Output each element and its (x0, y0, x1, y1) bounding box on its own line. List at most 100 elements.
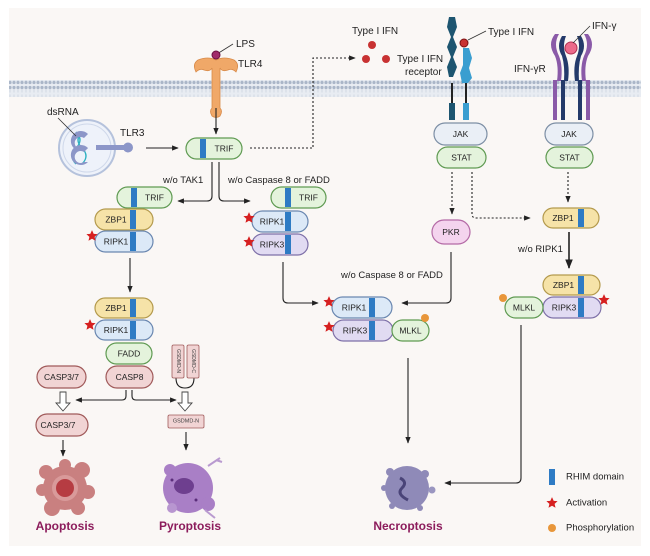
arrow-casp8-right (131, 390, 177, 403)
protein-label: RIPK1 (260, 217, 285, 227)
gsdmd-c-label: GSDMD-C (190, 349, 196, 373)
protein-shape (36, 365, 87, 389)
protein-shape (544, 122, 594, 146)
arrows (60, 55, 573, 486)
legend-label: Activation (566, 498, 607, 509)
hollow-arrow-gsdmd (177, 391, 193, 412)
outcome-necroptosis: Necroptosis (373, 519, 443, 533)
lps-label: LPS (236, 39, 255, 50)
type1-ifn-pointer (467, 30, 487, 41)
protein-shape (542, 207, 600, 229)
protein-label: STAT (451, 153, 471, 163)
protein-shape (105, 342, 153, 365)
protein-mlkl: MLKL (391, 319, 430, 342)
protein-shape (94, 297, 154, 319)
protein-label: RIPK3 (552, 303, 577, 313)
rhim-domain (131, 188, 137, 207)
protein-zbp1: ZBP1 (542, 274, 601, 296)
arrow-stat-zbp1 (471, 172, 531, 221)
type1-ifn-dot (362, 55, 370, 63)
rhim-domain (578, 276, 584, 294)
protein-label: RIPK1 (342, 303, 367, 313)
outcome-apoptosis: Apoptosis (36, 519, 95, 533)
dsrna-label: dsRNA (47, 107, 79, 118)
protein-fadd: FADD (105, 342, 153, 365)
protein-label: JAK (453, 129, 469, 139)
protein-ripk3: RIPK3 (251, 233, 309, 256)
condition-wo-tak1: w/o TAK1 (162, 175, 203, 186)
type1-ifn-receptor-label: receptor (405, 67, 442, 78)
condition-wo-casp8-fadd: w/o Caspase 8 or FADD (227, 175, 330, 186)
ifn-gamma-pointer (572, 25, 591, 44)
type1-ifn-bound-label: Type I IFN (488, 27, 534, 38)
protein-label: RIPK1 (104, 237, 129, 247)
ifn-gamma-r-label: IFN-γR (514, 64, 546, 75)
protein-label: ZBP1 (105, 303, 127, 313)
rhim-domain (285, 235, 291, 254)
gsdmd-full: GSDMD-N GSDMD-C (171, 344, 200, 379)
protein-jak: JAK (544, 122, 594, 146)
protein-shape (504, 296, 544, 319)
protein-casp37: CASP3/7 (36, 365, 87, 389)
protein-label: MLKL (513, 303, 535, 313)
type1-ifn-bound (459, 38, 469, 48)
protein-shape (94, 208, 154, 231)
protein-shape (331, 296, 393, 319)
activation-star-icon (323, 296, 335, 307)
condition-wo-casp8-fadd: w/o Caspase 8 or FADD (340, 270, 443, 281)
protein-casp8: CASP8 (105, 365, 154, 389)
lps-pointer (216, 43, 234, 55)
protein-label: RIPK1 (104, 325, 129, 335)
protein-label: CASP8 (116, 372, 144, 382)
cell-membrane (9, 80, 641, 97)
protein-shape (105, 365, 154, 389)
protein-zbp1: ZBP1 (542, 207, 600, 229)
arrow-casp8-left (75, 390, 127, 403)
protein-shape (251, 233, 309, 256)
protein-trif: TRIF (270, 186, 327, 209)
protein-zbp1: ZBP1 (94, 297, 154, 319)
legend: RHIM domain Activation Phosphorylation (546, 469, 634, 534)
gsdmd-n-label: GSDMD-N (175, 349, 181, 373)
panel-background (9, 8, 641, 546)
protein-shape (391, 319, 430, 342)
protein-zbp1: ZBP1 (94, 208, 154, 231)
protein-ripk1: RIPK1 (251, 210, 309, 233)
protein-label: ZBP1 (553, 280, 575, 290)
protein-label: STAT (559, 153, 579, 163)
type1-ifn-dot (368, 41, 376, 49)
type1-ifn-receptor-label: Type I IFN (397, 54, 443, 65)
protein-shape (116, 186, 173, 209)
outcome-pyroptosis: Pyroptosis (159, 519, 221, 533)
protein-ripk3: RIPK3 (332, 319, 394, 342)
protein-shape (94, 319, 154, 341)
protein-shape (35, 413, 89, 437)
tlr4-receptor (194, 57, 238, 118)
rhim-domain (130, 232, 136, 251)
rhim-domain (200, 139, 206, 158)
phosphorylation-dot-icon (421, 314, 429, 322)
protein-label: PKR (442, 227, 459, 237)
phosphorylation-legend-icon (548, 524, 556, 532)
arrow-mlkl-necroptosis (444, 325, 522, 486)
activation-star-icon (598, 294, 610, 305)
protein-shape (545, 146, 594, 169)
protein-label: ZBP1 (552, 213, 574, 223)
protein-label: CASP3/7 (44, 372, 79, 382)
protein-pkr: PKR (431, 219, 471, 245)
protein-label: CASP3/7 (41, 420, 76, 430)
arrow-trif-left (177, 162, 213, 204)
activation-star-icon (323, 321, 335, 332)
protein-trif: TRIF (116, 186, 173, 209)
protein-shape (433, 122, 488, 146)
rhim-domain (578, 209, 584, 227)
protein-stat: STAT (436, 146, 487, 169)
protein-ripk1: RIPK1 (94, 230, 154, 253)
hollow-arrow-casp37 (55, 391, 71, 412)
protein-casp37: CASP3/7 (35, 413, 89, 437)
activation-star-icon (84, 319, 96, 330)
rhim-domain (285, 188, 291, 207)
protein-jak: JAK (433, 122, 488, 146)
arrow-right-complex-down (282, 262, 319, 306)
lps-molecule (211, 50, 221, 60)
